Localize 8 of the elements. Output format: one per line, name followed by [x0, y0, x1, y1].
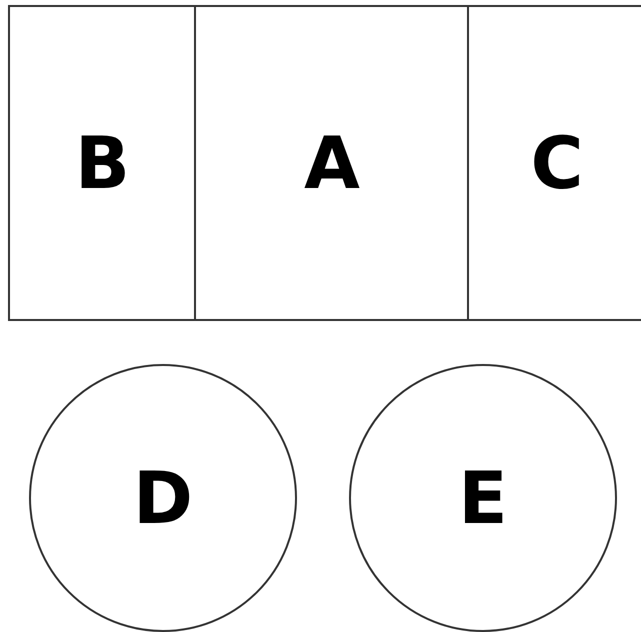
letter-box: [467, 5, 641, 321]
node-letter: B: [75, 121, 130, 205]
node-letter: C: [530, 121, 584, 205]
node-letter: D: [133, 456, 193, 540]
letter-box: [194, 5, 470, 321]
letter-box: [8, 5, 197, 321]
node-letter: A: [304, 121, 360, 205]
node-letter: E: [458, 456, 508, 540]
